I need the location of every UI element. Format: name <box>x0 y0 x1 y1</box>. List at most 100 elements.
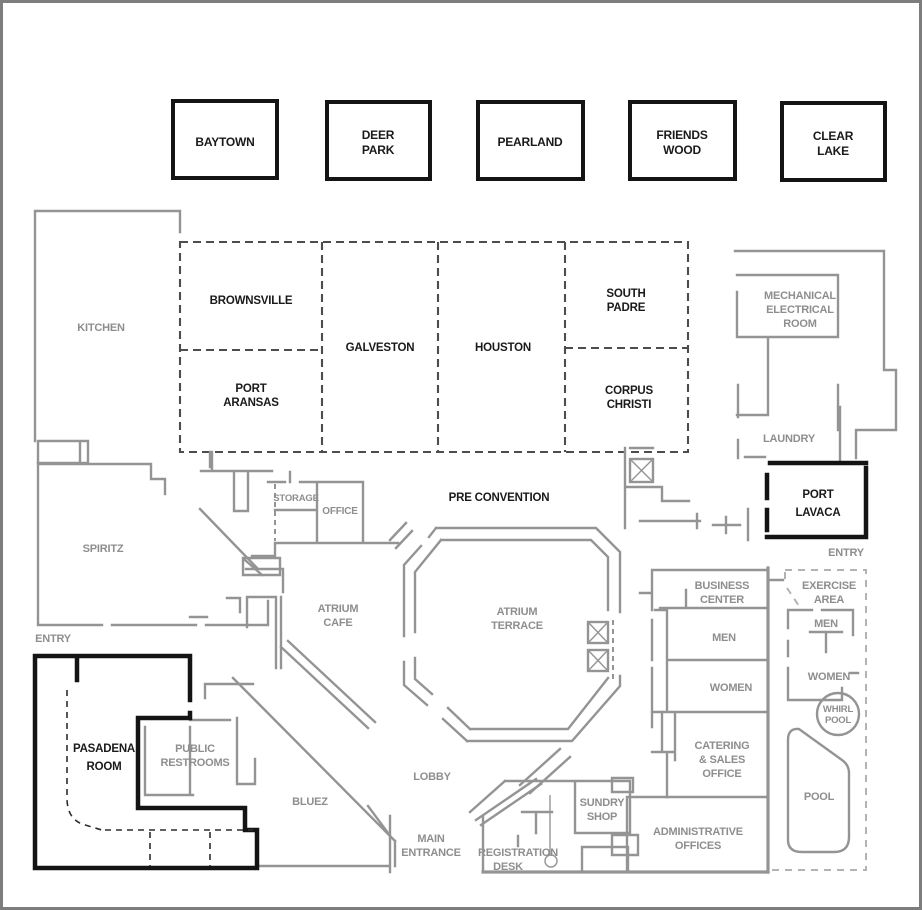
whirl-pool-label-line1: WHIRL <box>823 704 854 715</box>
men-lobby-label: MEN <box>712 632 736 644</box>
atrium-corridor-walls <box>388 521 572 795</box>
exercise-area-label-line1: EXERCISE <box>802 580 856 592</box>
men-exercise-label: MEN <box>814 618 838 630</box>
port-lavaca-label-line2: LAVACA <box>795 507 840 519</box>
pasadena-label-line2: ROOM <box>87 761 122 773</box>
pool-area-dashed-boundary <box>772 569 867 871</box>
recreation-area: EXERCISE AREA MEN WOMEN WHIRL POOL POOL <box>766 569 867 871</box>
exercise-area-label-line2: AREA <box>814 594 845 606</box>
registration-desk-marker <box>544 854 558 868</box>
port-aransas-label-line1: PORT <box>235 383 266 395</box>
entry-east-label: ENTRY <box>828 547 865 559</box>
bluez-label: BLUEZ <box>292 796 328 808</box>
pool-outline <box>786 727 851 854</box>
atrium-outer-wall <box>402 526 622 743</box>
sundry-shop-label-line2: SHOP <box>587 811 617 823</box>
friends-wood-room-outline <box>628 100 737 181</box>
spiritz-label: SPIRITZ <box>83 543 124 555</box>
pasadena-label-line1: PASADENA <box>73 743 135 755</box>
restroom-column-walls <box>650 608 770 762</box>
corpus-christi-label-line1: CORPUS <box>605 385 654 397</box>
public-restrooms-label-line1: PUBLIC <box>175 743 215 755</box>
business-center-label-line2: CENTER <box>700 594 744 606</box>
kitchen-label: KITCHEN <box>77 322 125 334</box>
atrium-terrace-label-line1: ATRIUM <box>497 606 538 618</box>
deer-park-label-line2: PARK <box>362 143 395 157</box>
sundry-shop-walls <box>468 779 632 874</box>
women-exercise-label: WOMEN <box>808 671 851 683</box>
registration-desk-label-line1: REGISTRATION <box>478 847 558 859</box>
friends-wood-label-line2: WOOD <box>663 143 701 157</box>
deer-park-room-outline <box>325 100 432 181</box>
baytown-room-outline <box>171 99 279 180</box>
atrium-cafe-label-line2: CAFE <box>323 617 352 629</box>
houston-label: HOUSTON <box>475 342 531 354</box>
meeting-room-pearland: PEARLAND <box>476 100 585 181</box>
storage-label: STORAGE <box>273 493 318 504</box>
clear-lake-label-line1: CLEAR <box>813 129 854 143</box>
catering-label-line1: CATERING <box>694 740 749 752</box>
elevator-icon <box>628 457 655 484</box>
south-padre-label-line2: PADRE <box>607 302 646 314</box>
mechanical-label-line3: ROOM <box>783 318 816 330</box>
port-aransas-label-line2: ARANSAS <box>223 397 279 409</box>
main-entrance-label-line2: ENTRANCE <box>401 847 461 859</box>
port-lavaca-outline <box>764 460 869 540</box>
pasadena-partitions-dashed <box>66 690 253 866</box>
service-corridor-walls <box>199 450 292 513</box>
lobby-label: LOBBY <box>413 771 451 783</box>
laundry-walls <box>736 383 842 462</box>
entrance-walls <box>255 814 485 874</box>
elevator-box <box>628 457 655 484</box>
pool-label: POOL <box>804 791 835 803</box>
mechanical-laundry: MECHANICAL ELECTRICAL ROOM LAUNDRY <box>733 249 898 462</box>
public-restrooms-walls <box>143 682 257 797</box>
public-restrooms-label-line2: RESTROOMS <box>160 757 229 769</box>
elevator-box <box>586 620 610 645</box>
pearland-room-outline <box>476 100 585 181</box>
east-column: BUSINESS CENTER MEN WOMEN CATERING & SAL… <box>481 566 770 874</box>
business-center-walls <box>638 568 770 612</box>
clear-lake-label-line2: LAKE <box>817 144 849 158</box>
mechanical-room-walls <box>733 249 898 460</box>
entry-west-label: ENTRY <box>35 633 72 645</box>
atrium-inner-wall <box>413 538 610 731</box>
pre-convention-label: PRE CONVENTION <box>449 492 550 504</box>
meeting-room-baytown: BAYTOWN <box>171 99 279 180</box>
port-lavaca-label-line1: PORT <box>802 489 833 501</box>
elevator-x <box>629 458 654 483</box>
clear-lake-room-outline <box>780 101 887 182</box>
brownsville-label: BROWNSVILLE <box>210 295 293 307</box>
elevator-icon <box>586 620 610 645</box>
west-wing: KITCHEN SPIRITZ ENTRY <box>33 209 292 645</box>
mechanical-label-line1: MECHANICAL <box>764 290 836 302</box>
registration-desk <box>474 777 554 848</box>
bluez-area: BLUEZ PUBLIC RESTROOMS <box>143 639 397 868</box>
atrium-cafe-walls <box>188 556 283 670</box>
elevators <box>586 457 655 673</box>
registration-desk-label-line2: DESK <box>493 861 523 873</box>
pasadena-room: PASADENA ROOM <box>32 653 260 871</box>
pasadena-room-outline <box>32 653 260 871</box>
ballroom: BROWNSVILLE PORT ARANSAS GALVESTON HOUST… <box>178 240 690 454</box>
south-padre-label-line1: SOUTH <box>606 288 645 300</box>
atrium-terrace-label-line2: TERRACE <box>491 620 543 632</box>
whirl-pool-label-line2: POOL <box>825 715 852 726</box>
women-lobby-label: WOMEN <box>710 682 753 694</box>
baytown-label: BAYTOWN <box>195 135 254 149</box>
meeting-room-friends-wood: FRIENDS WOOD <box>628 100 737 181</box>
port-lavaca-room: PORT LAVACA ENTRY <box>764 460 869 559</box>
office-label: OFFICE <box>322 506 358 517</box>
top-meeting-rooms: BAYTOWN DEER PARK PEARLAND FRIENDS WOOD … <box>171 99 887 182</box>
preconvention-corridor-walls <box>623 446 767 542</box>
ballroom-partitions-dashed <box>178 240 690 454</box>
spiritz-walls <box>36 461 285 627</box>
elevator-x <box>587 621 609 644</box>
catering-label-line2: & SALES <box>699 754 745 766</box>
atrium-cafe-label-line1: ATRIUM <box>318 603 359 615</box>
elevator-icon <box>586 648 610 673</box>
pearland-label: PEARLAND <box>497 135 563 149</box>
storage-office: STORAGE OFFICE <box>250 480 400 558</box>
